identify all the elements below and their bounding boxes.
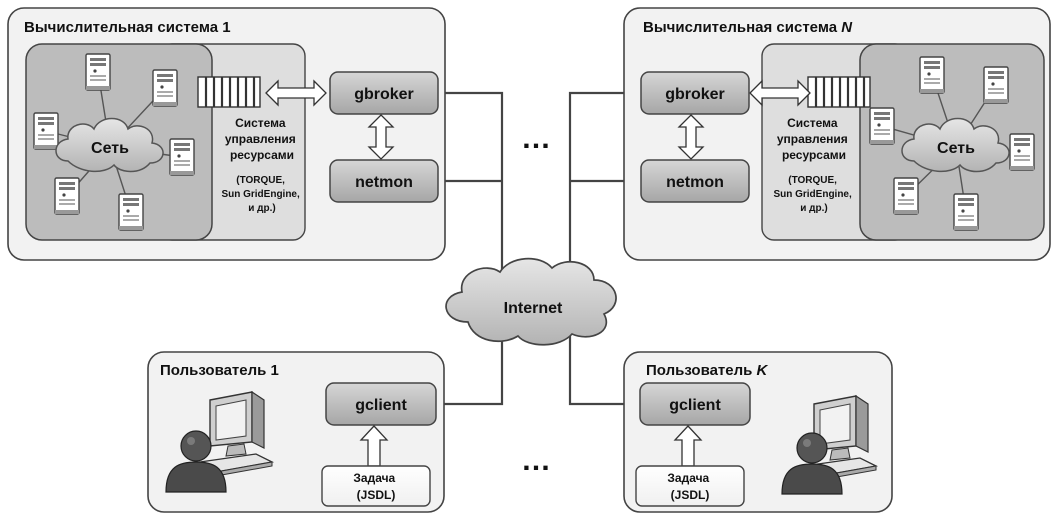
server-icon: [893, 177, 919, 215]
gbroker-label: gbroker: [665, 86, 725, 103]
rms-examples: (TORQUE, Sun GridEngine, и др.): [773, 175, 854, 214]
gbroker-box: [329, 71, 439, 115]
netmon-label: netmon: [355, 174, 413, 191]
server-icon: [983, 66, 1009, 104]
task-label: Задача (JSDL): [667, 471, 712, 502]
server-icon: [85, 53, 111, 91]
server-icon: [953, 193, 979, 231]
internet-label: Internet: [504, 300, 563, 317]
system-title: Вычислительная система 1: [24, 19, 231, 36]
gclient-label: gclient: [669, 397, 721, 414]
server-icon: [118, 193, 144, 231]
network-label: Сеть: [937, 140, 975, 157]
task-box: [635, 465, 745, 507]
server-icon: [1009, 133, 1035, 171]
server-icon: [869, 107, 895, 145]
rms-label: Система управления ресурсами: [225, 116, 299, 162]
connection-lines: [437, 91, 632, 406]
gclient-box: [325, 382, 437, 426]
ellipsis-bottom: …: [521, 444, 551, 477]
internet-cloud: Internet: [445, 257, 617, 346]
user-1: Пользователь 1 gclient Задача (JSDL): [147, 351, 445, 513]
gclient-box: [639, 382, 751, 426]
server-icon: [54, 177, 80, 215]
gbroker-label: gbroker: [354, 86, 414, 103]
user-k: Пользователь K gclient Задача (JSDL): [623, 351, 893, 513]
task-label: Задача (JSDL): [353, 471, 398, 502]
computing-system-1: Вычислительная система 1 Сеть Система уп…: [7, 7, 446, 261]
netmon-box: [329, 159, 439, 203]
netmon-box: [640, 159, 750, 203]
user-title: Пользователь K: [646, 362, 769, 379]
netmon-label: netmon: [666, 174, 724, 191]
server-icon: [169, 138, 195, 176]
server-icon: [33, 112, 59, 150]
cloud-icon: [445, 257, 617, 346]
ellipsis-top: …: [521, 122, 551, 155]
network-label: Сеть: [91, 140, 129, 157]
rms-examples: (TORQUE, Sun GridEngine, и др.): [221, 175, 302, 214]
computing-system-n: Вычислительная система N Сеть Система уп…: [623, 7, 1051, 261]
system-title: Вычислительная система N: [643, 19, 853, 36]
server-icon: [919, 56, 945, 94]
task-box: [321, 465, 431, 507]
user-title: Пользователь 1: [160, 362, 279, 379]
server-icon: [152, 69, 178, 107]
gbroker-box: [640, 71, 750, 115]
queue-icon: [196, 75, 262, 109]
queue-icon: [806, 75, 872, 109]
rms-label: Система управления ресурсами: [777, 116, 851, 162]
gclient-label: gclient: [355, 397, 407, 414]
